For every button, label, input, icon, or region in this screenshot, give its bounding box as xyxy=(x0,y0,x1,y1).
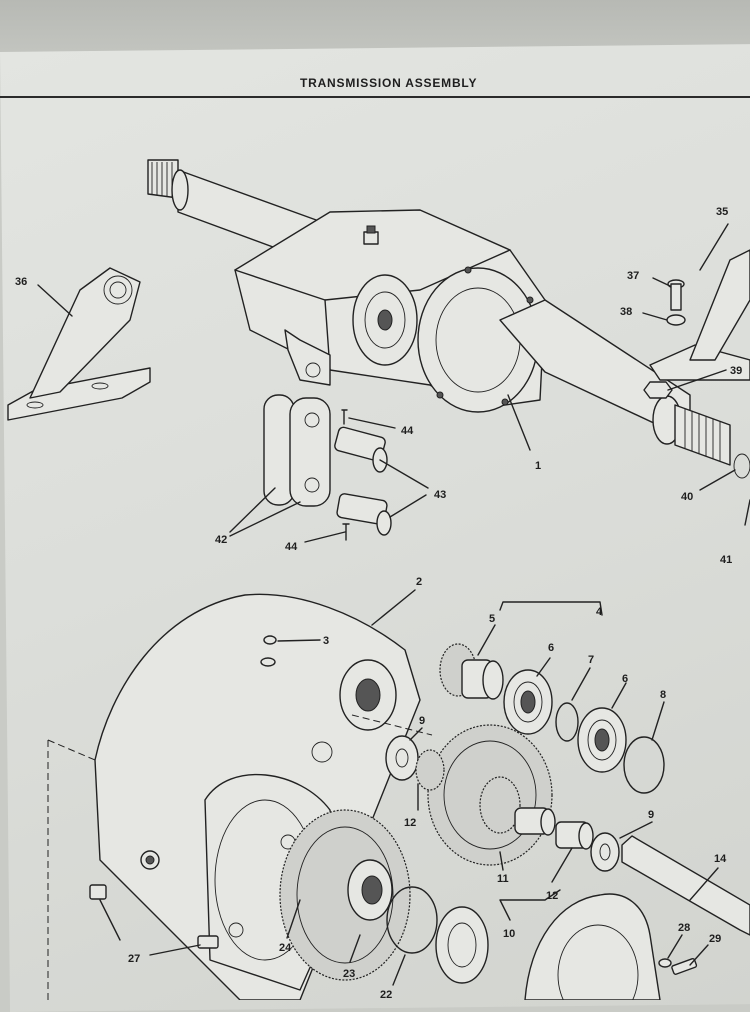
link-plate-42-drawing xyxy=(263,394,331,507)
pin-43-drawing xyxy=(334,426,392,536)
assembly-guide-line xyxy=(47,739,96,761)
callout-12b: 12 xyxy=(546,890,558,902)
gear-24-drawing xyxy=(279,809,411,981)
callout-labels: 1 2 3 4 5 6 6 7 8 9 9 10 11 12 12 14 22 … xyxy=(15,206,742,1000)
callout-3: 3 xyxy=(323,635,329,647)
callout-42: 42 xyxy=(215,534,227,546)
bearing-23-drawing xyxy=(435,906,489,984)
callout-39: 39 xyxy=(730,365,742,377)
washer-9b-drawing xyxy=(590,832,620,872)
bearing-6a-drawing xyxy=(503,669,553,735)
bolt-37-drawing xyxy=(667,279,685,311)
callout-6a: 6 xyxy=(548,642,554,654)
shaft-14-drawing xyxy=(621,835,750,936)
callout-24: 24 xyxy=(279,942,292,954)
bracket-35-drawing xyxy=(649,249,750,381)
callout-44b: 44 xyxy=(285,541,298,553)
callout-12a: 12 xyxy=(404,817,416,829)
bolt-29-drawing xyxy=(658,958,698,975)
washer-9a-drawing xyxy=(385,735,419,781)
callout-23: 23 xyxy=(343,968,355,980)
callout-6b: 6 xyxy=(622,673,628,685)
callout-14: 14 xyxy=(714,853,727,865)
callout-2: 2 xyxy=(416,576,422,588)
callout-38: 38 xyxy=(620,306,632,318)
cover-plate-drawing xyxy=(524,893,661,1000)
callout-40: 40 xyxy=(681,491,693,503)
bearing-6b-drawing xyxy=(577,707,627,773)
callout-11: 11 xyxy=(497,873,509,885)
callout-9b: 9 xyxy=(648,809,654,821)
bracket-36-drawing xyxy=(7,267,151,421)
cotter-pin-44b-drawing xyxy=(342,523,350,541)
gear-11-drawing xyxy=(415,724,556,866)
callout-8: 8 xyxy=(660,689,666,701)
gear-5-drawing xyxy=(439,643,504,700)
callout-41: 41 xyxy=(720,554,732,566)
title-rule xyxy=(0,96,750,98)
callout-43: 43 xyxy=(434,489,446,501)
bushing-12-drawing xyxy=(555,821,594,850)
callout-29: 29 xyxy=(709,933,721,945)
ring-40-drawing xyxy=(733,453,750,479)
callout-36: 36 xyxy=(15,276,27,288)
callout-7: 7 xyxy=(588,654,594,666)
callout-9a: 9 xyxy=(419,715,425,727)
callout-27: 27 xyxy=(128,953,140,965)
callout-10: 10 xyxy=(503,928,515,940)
callout-22: 22 xyxy=(380,989,392,1000)
callout-4: 4 xyxy=(596,606,603,618)
snap-ring-7-drawing xyxy=(555,702,579,742)
callout-35: 35 xyxy=(716,206,728,218)
snap-ring-8-drawing xyxy=(623,736,665,794)
leader-lines xyxy=(37,223,750,986)
screw-3-drawing xyxy=(260,635,277,667)
page-title: TRANSMISSION ASSEMBLY xyxy=(300,76,478,90)
washer-38-drawing xyxy=(666,314,686,326)
callout-28: 28 xyxy=(678,922,690,934)
callout-44a: 44 xyxy=(401,425,414,437)
cotter-pin-44-drawing xyxy=(341,409,348,425)
callout-1: 1 xyxy=(535,460,541,472)
callout-37: 37 xyxy=(627,270,639,282)
fitting-27-drawing xyxy=(89,884,219,949)
nut-39-drawing xyxy=(643,381,673,399)
callout-5: 5 xyxy=(489,613,495,625)
snap-ring-22-drawing xyxy=(386,886,438,954)
axle-housing-1-drawing xyxy=(147,159,731,466)
